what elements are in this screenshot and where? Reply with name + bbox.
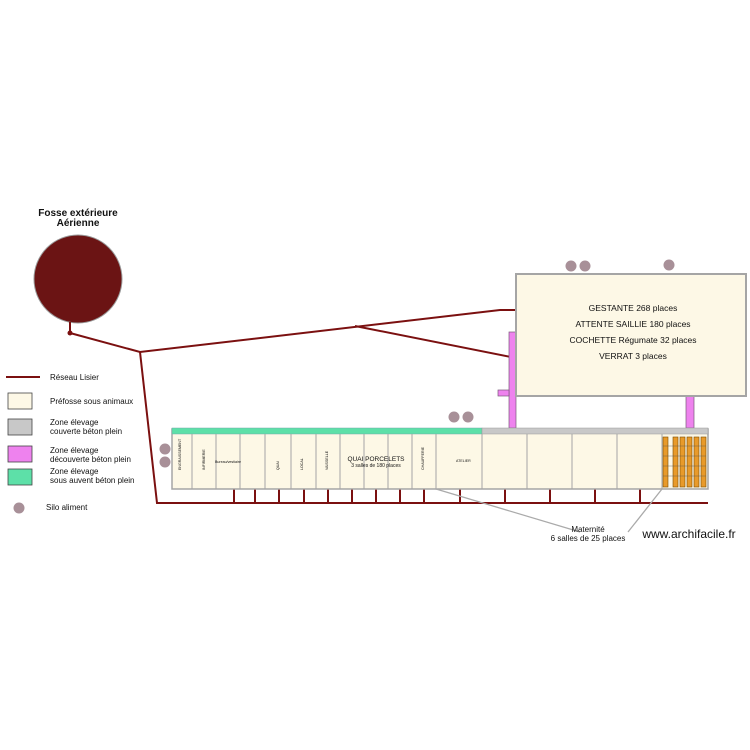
legend-item-prefosse: Préfosse sous animaux — [7, 392, 133, 410]
lisier-vertical-line — [139, 351, 708, 504]
legend-item-reseau: Réseau Lisier — [6, 373, 99, 382]
maternite-callout: Maternité 6 salles de 25 places — [435, 488, 663, 543]
legend-item-auvent: Zone élevage sous auvent béton plein — [7, 467, 135, 486]
maternite-cases — [662, 436, 707, 488]
silo — [448, 411, 460, 423]
room-label: VAISSELLE — [325, 450, 329, 470]
legend-label: Zone élevage — [50, 467, 99, 476]
fosse-title-line2: Aérienne — [57, 218, 100, 229]
lisier-drops — [233, 488, 641, 503]
case-dividers — [663, 445, 706, 477]
gestante-line-1: GESTANTE 268 places — [589, 303, 678, 313]
post-sevrage-line1: QUAI PORCELETS — [347, 456, 405, 463]
fosse-outlet — [67, 330, 73, 336]
long-building: ENGRAISSEMENT INFIRMERIE Bureau/vestiair… — [171, 427, 709, 490]
room-label: INFIRMERIE — [202, 449, 206, 470]
small-room-labels: ENGRAISSEMENT INFIRMERIE Bureau/vestiair… — [178, 438, 471, 470]
silos — [159, 259, 675, 468]
silo — [159, 456, 171, 468]
legend-label: sous auvent béton plein — [50, 476, 135, 485]
case — [679, 436, 686, 488]
legend-label: Zone élevage — [50, 418, 99, 427]
lisier-main-line — [69, 309, 516, 354]
silo — [565, 260, 577, 272]
fosse-title-line1: Fosse extérieure — [38, 208, 118, 219]
legend-item-couverte: Zone élevage couverte béton plein — [7, 418, 122, 436]
room-label: QUAI — [276, 461, 280, 470]
silo — [159, 443, 171, 455]
gestante-line-4: VERRAT 3 places — [599, 351, 667, 361]
watermark: www.archifacile.fr — [641, 527, 735, 541]
maternite-line2: 6 salles de 25 places — [551, 534, 626, 543]
legend-item-silo: Silo aliment — [13, 502, 88, 514]
gestante-line-2: ATTENTE SAILLIE 180 places — [575, 319, 690, 329]
case — [693, 436, 700, 488]
maternite-line1: Maternité — [571, 525, 605, 534]
long-building-outline — [171, 428, 709, 490]
fosse-tank — [33, 234, 123, 324]
legend: Réseau Lisier Préfosse sous animaux Zone… — [6, 373, 135, 514]
post-sevrage-line2: 3 salles de 180 places — [351, 463, 401, 469]
legend-label: Silo aliment — [46, 503, 88, 512]
legend-label: Réseau Lisier — [50, 373, 99, 382]
corridor-decouvert-connector — [497, 389, 510, 397]
silo — [663, 259, 675, 271]
room-label: CHAUFFERIE — [421, 446, 425, 470]
corridor-decouvert-right — [685, 395, 695, 429]
room-dividers — [191, 434, 663, 489]
fosse-exterieure: Fosse extérieure Aérienne — [33, 208, 123, 336]
case — [686, 436, 693, 488]
room-label: ATELIER — [456, 459, 471, 463]
legend-label: couverte béton plein — [50, 427, 122, 436]
room-label: Bureau/vestiaire — [215, 460, 241, 464]
gestante-line-3: COCHETTE Régumate 32 places — [569, 335, 696, 345]
room-label: ENGRAISSEMENT — [178, 438, 182, 470]
room-label: LOCAL — [300, 458, 304, 470]
lisier-branch-line — [354, 325, 517, 359]
gestante-hall — [515, 273, 747, 397]
gestante-building: GESTANTE 268 places ATTENTE SAILLIE 180 … — [497, 273, 747, 429]
silo — [579, 260, 591, 272]
legend-item-decouverte: Zone élevage découverte béton plein — [7, 445, 131, 464]
case — [662, 436, 669, 488]
couverte-strip — [481, 427, 709, 435]
legend-label: Préfosse sous animaux — [50, 397, 133, 406]
legend-label: Zone élevage — [50, 446, 99, 455]
auvent-strip — [171, 427, 483, 435]
case — [700, 436, 707, 488]
corridor-decouvert-left — [508, 331, 517, 429]
case — [672, 436, 679, 488]
legend-label: découverte béton plein — [50, 455, 131, 464]
silo — [462, 411, 474, 423]
